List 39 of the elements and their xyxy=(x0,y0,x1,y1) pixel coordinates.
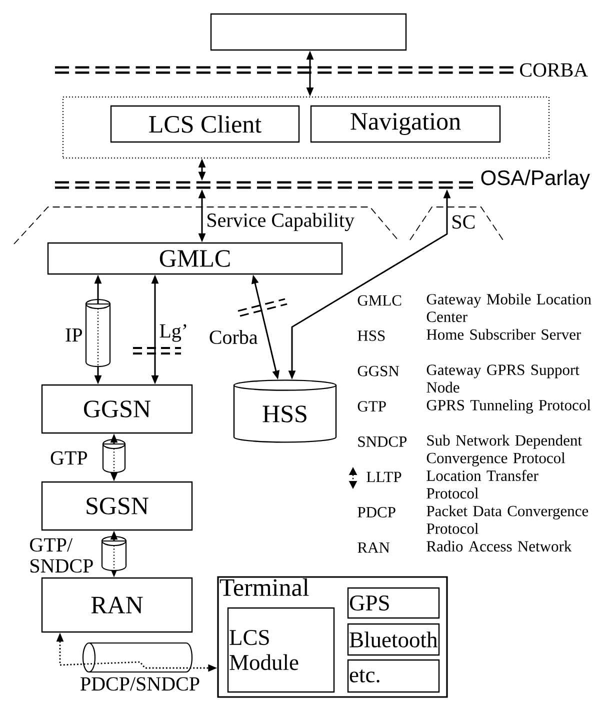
abbreviation: SNDCP xyxy=(358,436,407,447)
edge-label: IP xyxy=(64,327,84,343)
module-box: LCS Module xyxy=(227,607,335,693)
group-box xyxy=(62,96,550,158)
abbreviation: GMLC xyxy=(358,295,402,306)
process-box: LCS Client xyxy=(110,105,300,143)
application-box xyxy=(210,13,407,51)
abbreviation: GGSN xyxy=(358,366,400,376)
abbreviation: RAN xyxy=(358,542,390,553)
abbreviation-meaning: Home Subscriber Server xyxy=(426,328,582,340)
abbreviation-meaning: Location Transfer Protocol xyxy=(426,470,538,499)
edge-label: Corba xyxy=(208,328,259,346)
abbreviation-meaning: Radio Access Network xyxy=(426,540,572,552)
component-box: Bluetooth xyxy=(347,623,440,656)
abbreviation: GTP xyxy=(358,401,386,412)
component-box: etc. xyxy=(347,659,440,693)
process-box: Navigation xyxy=(310,105,501,143)
edge-label: GTP xyxy=(49,450,89,466)
edge-label: GTP/ SNDCP xyxy=(30,538,93,573)
abbreviation-meaning: Gateway GPRS Support Node xyxy=(426,364,580,393)
abbreviation-meaning: GPRS Tunneling Protocol xyxy=(426,399,591,414)
edge-label: Lg’ xyxy=(158,323,190,343)
edge-label: SC xyxy=(450,214,477,230)
network-node-box: GMLC xyxy=(47,242,343,275)
edge-label: Service Capability xyxy=(205,212,356,232)
abbreviation: HSS xyxy=(358,330,385,341)
abbreviation: PDCP xyxy=(358,507,396,518)
abbreviation-meaning: Gateway Mobile Location Center xyxy=(426,294,592,322)
abbreviation-meaning: Sub Network Dependent Convergence Protocol xyxy=(426,434,582,466)
abbreviation: LLTP xyxy=(366,472,402,482)
edge-label: PDCP/SNDCP xyxy=(78,676,202,692)
component-box: GPS xyxy=(347,587,440,619)
database-cylinder: HSS xyxy=(233,380,337,443)
interface-line: OSA/Parlay xyxy=(55,170,590,190)
abbreviation-meaning: Packet Data Convergence Protocol xyxy=(426,505,588,534)
network-node-box: SGSN xyxy=(41,481,193,531)
network-node-box: GGSN xyxy=(41,384,193,434)
interface-label: CORBA xyxy=(520,63,588,77)
network-node-box: RAN xyxy=(41,577,193,633)
